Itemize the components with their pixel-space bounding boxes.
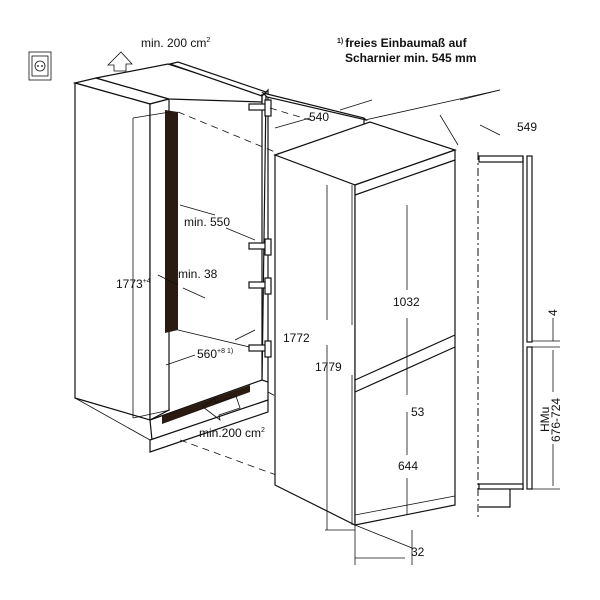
hinge [248,340,272,358]
min-550-label: min. 550 [184,215,230,229]
offset-32-label: 32 [411,545,425,559]
power-socket-icon [28,51,52,81]
hinge [248,277,272,295]
airflow-arrow-in-icon [202,395,241,421]
door-644-label: 644 [398,459,418,473]
depth-540-label: 540 [309,110,329,124]
vent-top-label: min. 200 cm2 [141,36,210,50]
height-1772-label: 1772 [283,331,310,345]
door-1032-label: 1032 [393,295,420,309]
vent-bottom-label: min.200 cm2 [199,426,265,440]
min-38-label: min. 38 [178,267,218,281]
hinge-note-line1: 1)freies Einbaumaß auf [337,36,468,50]
gap-4-label: 4 [546,309,560,316]
niche-width-label: 560+8 1) [197,347,233,361]
gap-53-label: 53 [411,405,425,419]
niche-height-label: 1773+4 [116,277,151,291]
height-1779-label: 1779 [315,360,342,374]
fridge [273,121,457,526]
cabinet [72,61,368,453]
hmu-label: HMu [538,407,552,432]
hinge-note-line2: Scharnier min. 545 mm [345,51,476,65]
hinge [248,238,272,256]
side-view [477,152,560,520]
hmu-range-label: 676-724 [549,398,563,442]
airflow-arrow-up-icon [107,51,133,72]
depth-549-label: 549 [517,120,537,134]
